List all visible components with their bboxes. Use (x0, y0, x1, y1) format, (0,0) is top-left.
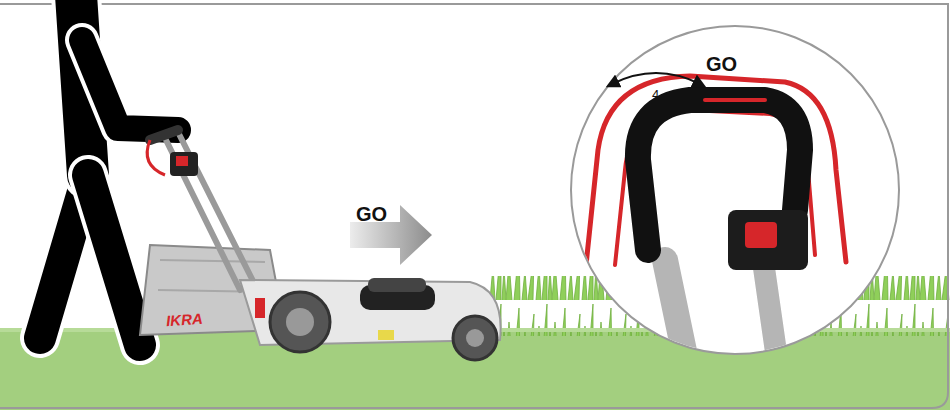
go-arrow (350, 205, 432, 265)
go-label: GO (356, 204, 387, 224)
detail-circle (571, 26, 899, 354)
callout-number: 4 (652, 88, 659, 101)
rotate-arrow (612, 73, 700, 84)
frame (0, 4, 948, 408)
handle-detail (585, 76, 846, 380)
brand-logo: IKRA (166, 311, 204, 329)
go-label: GO (706, 54, 737, 74)
lawn-mower (140, 130, 501, 360)
